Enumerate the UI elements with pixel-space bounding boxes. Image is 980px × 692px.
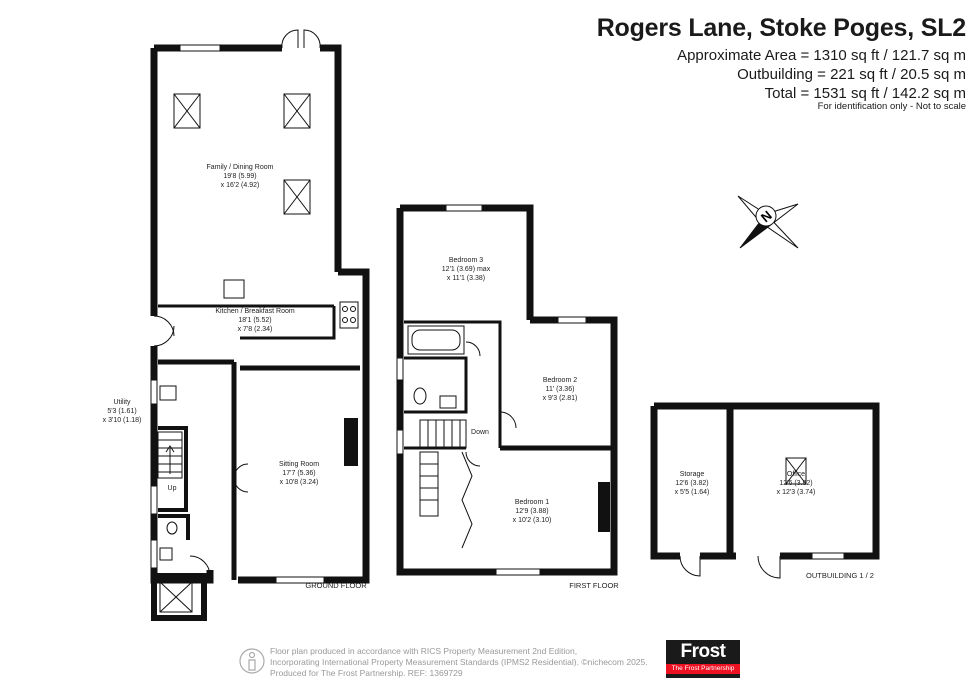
- utility-sink-icon: [159, 385, 177, 401]
- bath-icon: [407, 325, 465, 355]
- frost-logo: Frost The Frost Partnership: [666, 640, 740, 678]
- bedroom1-name: Bedroom 1: [515, 499, 549, 506]
- plan-title: Rogers Lane, Stoke Poges, SL2: [596, 14, 967, 42]
- window: [275, 576, 325, 584]
- door-swing: [233, 477, 249, 493]
- window: [445, 204, 483, 212]
- utility-dim1: 5'3 (1.61): [107, 408, 136, 415]
- wc-walls: [158, 514, 190, 540]
- window: [179, 44, 221, 52]
- sitting-room-west-wall: [158, 359, 237, 580]
- office-dim2: x 12'3 (3.74): [777, 489, 816, 496]
- door-swing: [465, 341, 481, 357]
- sitting-room-dim1: 17'7 (5.36): [282, 470, 315, 477]
- bedroom3-dim2: x 11'1 (3.38): [447, 275, 485, 282]
- family-room-dim2: x 16'2 (4.92): [221, 182, 260, 189]
- stairs-down-label: Down: [471, 429, 489, 436]
- family-room-name: Family / Dining Room: [207, 164, 274, 171]
- utility-name: Utility: [113, 399, 131, 406]
- kitchen-name: Kitchen / Breakfast Room: [215, 308, 295, 315]
- kitchen-inner-wall: [240, 306, 336, 340]
- family-room-dim1: 19'8 (5.99): [223, 173, 256, 180]
- staircase-down: [419, 419, 467, 517]
- skylight: [283, 179, 311, 215]
- outbuilding-walls: [650, 402, 880, 560]
- outbuilding-area: Outbuilding = 221 sq ft / 20.5 sq m: [737, 66, 966, 83]
- skylight: [785, 457, 807, 485]
- hob-icon: [339, 301, 359, 329]
- wc-icon: [166, 521, 178, 535]
- ipms-badge-icon: [239, 648, 265, 674]
- footer-line: Incorporating International Property Mea…: [270, 657, 648, 667]
- stairs-up-label: Up: [168, 485, 177, 492]
- skylight: [173, 93, 201, 129]
- total-area: Total = 1531 sq ft / 142.2 sq m: [764, 85, 966, 102]
- utility-stair-walls: [158, 426, 188, 512]
- door-swing: [679, 555, 701, 577]
- compass-north-icon: N: [737, 195, 799, 249]
- footer-disclaimer: Floor plan produced in accordance with R…: [270, 646, 648, 679]
- french-doors: [281, 29, 321, 49]
- window: [150, 485, 158, 515]
- skylight: [283, 93, 311, 129]
- chimney-breast: [598, 482, 610, 532]
- ground-floor-label: GROUND FLOOR: [305, 581, 367, 590]
- bedroom3-name: Bedroom 3: [449, 257, 483, 264]
- wardrobe-doors: [461, 451, 473, 549]
- basin-icon: [159, 547, 173, 561]
- bedroom1-dim2: x 10'2 (3.10): [513, 517, 552, 524]
- door-swing: [499, 411, 517, 429]
- window: [150, 379, 158, 405]
- outbuilding-label: OUTBUILDING 1 / 2: [806, 571, 874, 580]
- storage-dim2: x 5'5 (1.64): [675, 489, 710, 496]
- bathroom-walls: [404, 356, 468, 414]
- footer-line: Floor plan produced in accordance with R…: [270, 646, 578, 656]
- sitting-room-name: Sitting Room: [279, 461, 319, 468]
- first-floor-label: FIRST FLOOR: [569, 581, 619, 590]
- wc-icon: [413, 387, 427, 405]
- first-floor: [396, 204, 618, 576]
- window: [811, 552, 845, 560]
- door-swing: [757, 555, 781, 579]
- bedroom2-name: Bedroom 2: [543, 377, 577, 384]
- window: [495, 568, 541, 576]
- approx-area: Approximate Area = 1310 sq ft / 121.7 sq…: [677, 47, 966, 64]
- sitting-room-dim2: x 10'8 (3.24): [280, 479, 319, 486]
- kitchen-dim2: x 7'8 (2.34): [238, 326, 273, 333]
- window: [396, 429, 404, 455]
- identification-note: For identification only - Not to scale: [817, 101, 966, 112]
- bedroom3-south-wall: [404, 320, 502, 448]
- door-swing: [233, 463, 249, 479]
- utility-dim2: x 3'10 (1.18): [103, 417, 142, 424]
- area-summary: Approximate Area = 1310 sq ft / 121.7 sq…: [677, 46, 966, 103]
- staircase-up: [157, 431, 183, 479]
- first-floor-outer-walls: [396, 204, 618, 576]
- logo-wordmark: Frost: [680, 641, 727, 662]
- office-name: Office: [787, 471, 805, 478]
- window: [557, 316, 587, 324]
- bedroom1-dim1: 12'9 (3.88): [515, 508, 548, 515]
- outbuilding: [650, 402, 880, 560]
- bedroom2-dim1: 11' (3.36): [546, 386, 575, 393]
- kitchen-dim1: 18'1 (5.52): [238, 317, 271, 324]
- door-swing: [189, 555, 211, 577]
- door-swing: [465, 451, 481, 467]
- footer-line: Produced for The Frost Partnership. REF:…: [270, 668, 463, 678]
- kitchen-sink-icon: [223, 279, 245, 299]
- window: [396, 357, 404, 381]
- window: [150, 539, 158, 569]
- chimney-breast: [344, 418, 358, 466]
- logo-tagline: The Frost Partnership: [666, 664, 740, 674]
- office-dim1: 12'6 (3.82): [779, 480, 812, 487]
- bedroom2-dim2: x 9'3 (2.81): [543, 395, 578, 402]
- bedroom3-dim1: 12'1 (3.69) max: [442, 266, 491, 273]
- storage-dim1: 12'6 (3.82): [675, 480, 708, 487]
- shower-tray-icon: [159, 581, 193, 613]
- door-swing: [153, 315, 175, 337]
- storage-name: Storage: [680, 471, 705, 478]
- door-swing: [153, 325, 175, 347]
- basin-icon: [439, 395, 457, 409]
